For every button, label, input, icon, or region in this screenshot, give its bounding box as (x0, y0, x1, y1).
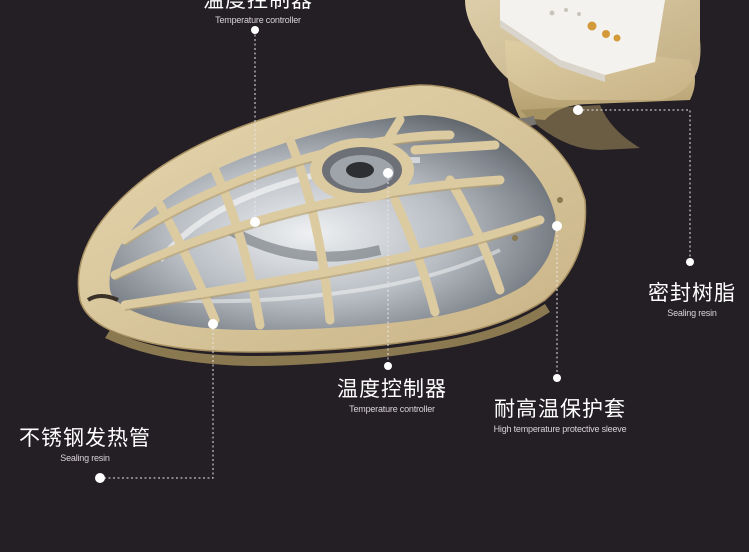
callout-dot-icon (573, 105, 583, 115)
label-sealing-resin-en: Sealing resin (636, 307, 748, 319)
callout-dot-icon (383, 168, 393, 178)
label-top-en: Temperature controller (198, 14, 318, 26)
plug-pin-icon (588, 22, 597, 31)
label-sealing-resin: 密封树脂 Sealing resin (636, 281, 748, 319)
label-temperature-controller-en: Temperature controller (322, 403, 462, 415)
label-protective-sleeve-en: High temperature protective sleeve (476, 423, 644, 435)
label-heating-tube: 不锈钢发热管 Sealing resin (10, 426, 160, 464)
callout-dot-icon (553, 374, 561, 382)
label-temperature-controller: 温度控制器 Temperature controller (322, 377, 462, 415)
callout-dot-icon (384, 362, 392, 370)
label-sealing-resin-zh: 密封树脂 (636, 281, 748, 307)
label-top-controller: 温度控制器 Temperature controller (198, 0, 318, 26)
callout-dot-icon (552, 221, 562, 231)
plug-pin-icon (602, 30, 610, 38)
callout-dot-icon (251, 26, 259, 34)
label-heating-tube-zh: 不锈钢发热管 (10, 426, 160, 452)
label-heating-tube-en: Sealing resin (10, 452, 160, 464)
callout-dot-icon (250, 217, 260, 227)
heater-body (78, 85, 585, 366)
label-top-zh: 温度控制器 (198, 0, 318, 14)
label-temperature-controller-zh: 温度控制器 (322, 377, 462, 403)
label-protective-sleeve: 耐高温保护套 High temperature protective sleev… (476, 397, 644, 435)
callout-dot-icon (95, 473, 105, 483)
callout-dot-icon (686, 258, 694, 266)
plug-pin-icon (614, 35, 621, 42)
callout-dot-icon (208, 319, 218, 329)
label-protective-sleeve-zh: 耐高温保护套 (476, 397, 644, 423)
